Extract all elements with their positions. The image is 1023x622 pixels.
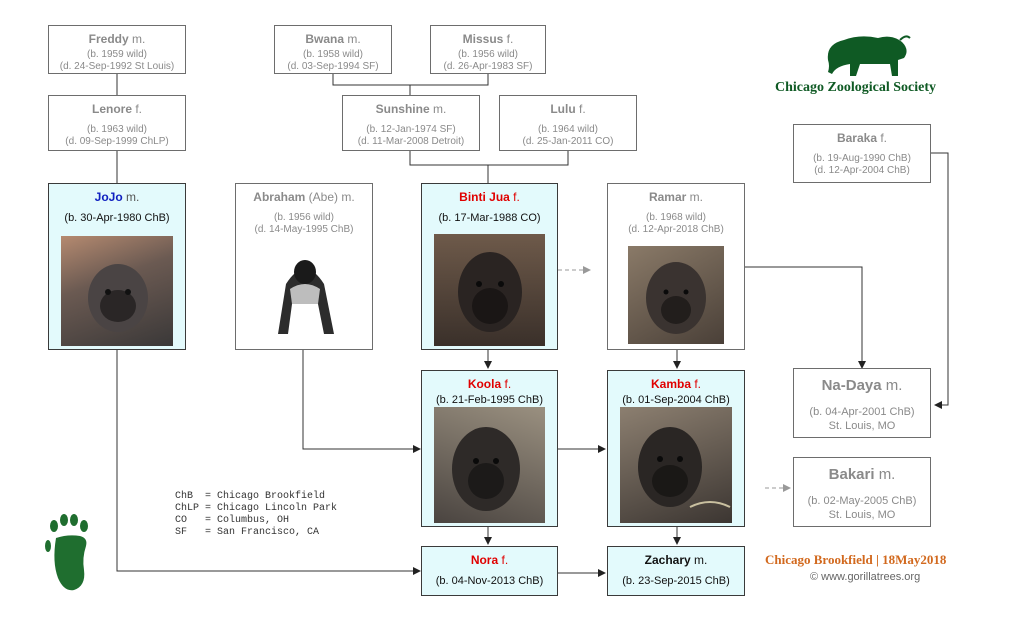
person-name: Missus [462,32,504,46]
person-sex: f. [513,190,520,204]
person-name: Binti Jua [459,190,510,204]
person-sex: f. [135,102,143,116]
person-death: (d. 14-May-1995 ChB) [254,224,354,235]
person-sex: f. [504,377,512,391]
gorilla-photo [61,236,173,346]
person-sex: m. [689,190,704,204]
person-name: Na-Daya [821,377,882,394]
person-birth: (b. 04-Nov-2013 ChB) [435,575,544,587]
person-card-freddy: Freddy m. (b. 1959 wild) (d. 24-Sep-1992… [48,25,186,74]
person-name: Freddy [88,32,129,46]
person-card-koola: Koola f. (b. 21-Feb-1995 ChB) [421,370,558,527]
person-sex: f. [880,131,888,145]
person-card-lenore: Lenore f. (b. 1963 wild) (d. 09-Sep-1999… [48,95,186,151]
person-location: St. Louis, MO [828,509,896,521]
person-card-jojo: JoJo m. (b. 30-Apr-1980 ChB) [48,183,186,350]
person-birth: (b. 02-May-2005 ChB) [807,495,917,507]
person-death: (d. 11-Mar-2008 Detroit) [357,136,465,147]
person-death: (d. 12-Apr-2018 ChB) [628,224,724,235]
person-birth: (b. 01-Sep-2004 ChB) [622,394,730,406]
person-name: Zachary [644,553,691,567]
person-card-bakari: Bakari m. (b. 02-May-2005 ChB) St. Louis… [793,457,931,527]
person-name: Bwana [305,32,344,46]
gorilla-photo [628,246,724,344]
person-card-ramar: Ramar m. (b. 1968 wild) (d. 12-Apr-2018 … [607,183,745,350]
person-card-baraka: Baraka f. (b. 19-Aug-1990 ChB) (d. 12-Ap… [793,124,931,183]
person-card-sunshine: Sunshine m. (b. 12-Jan-1974 SF) (d. 11-M… [342,95,480,151]
person-card-lulu: Lulu f. (b. 1964 wild) (d. 25-Jan-2011 C… [499,95,637,151]
person-sex: f. [506,32,514,46]
person-birth: (b. 17-Mar-1988 CO) [438,212,541,224]
legend-item: SF = San Francisco, CA [175,527,320,538]
person-card-nora: Nora f. (b. 04-Nov-2013 ChB) [421,546,558,596]
person-sex: m. [694,553,708,567]
person-sex: f. [579,102,586,116]
person-name: Lenore [91,102,132,116]
legend-item: CO = Columbus, OH [175,515,290,526]
person-name: Baraka [836,131,877,145]
person-birth: (b. 1968 wild) [645,212,707,223]
person-card-kamba: Kamba f. (b. 01-Sep-2004 ChB) [607,370,745,527]
person-death: (d. 24-Sep-1992 St Louis) [59,61,175,72]
person-card-zachary: Zachary m. (b. 23-Sep-2015 ChB) [607,546,745,596]
person-card-abraham: Abraham (Abe) m. (b. 1956 wild) (d. 14-M… [235,183,373,350]
gorilla-photo [434,234,545,346]
person-birth: (b. 1956 wild) [457,49,519,60]
person-birth: (b. 30-Apr-1980 ChB) [64,212,170,224]
person-death: (d. 25-Jan-2011 CO) [522,136,614,147]
person-name: Lulu [550,102,576,116]
person-birth: (b. 04-Apr-2001 ChB) [809,406,915,418]
person-name: Ramar [648,190,687,204]
footer-title: Chicago Brookfield | 18May2018 [765,552,947,567]
person-sex: m. [885,377,903,394]
person-sex: m. [433,102,447,116]
person-card-na-daya: Na-Daya m. (b. 04-Apr-2001 ChB) St. Loui… [793,368,931,438]
legend-item: ChLP = Chicago Lincoln Park [175,503,338,514]
person-sex: m. [132,32,146,46]
person-name: Kamba [650,377,691,391]
person-card-binti-jua: Binti Jua f. (b. 17-Mar-1988 CO) [421,183,558,350]
person-sex: m. [878,466,896,483]
person-birth: (b. 12-Jan-1974 SF) [366,124,456,135]
person-sex: f. [694,377,702,391]
bison-icon [827,35,911,76]
person-name: Bakari [828,466,875,483]
person-name: JoJo [94,190,123,204]
gorilla-photo [434,407,545,523]
person-birth: (b. 1964 wild) [537,124,599,135]
footer-copyright: © www.gorillatrees.org [810,571,921,583]
person-name: Sunshine [375,102,430,116]
logo-text: Chicago Zoological Society [775,80,936,95]
person-name: Abraham [253,190,306,204]
person-sex: m. [347,32,361,46]
person-name: Nora [470,553,499,567]
person-card-bwana: Bwana m. (b. 1958 wild) (d. 03-Sep-1994 … [274,25,392,74]
person-birth: (b. 19-Aug-1990 ChB) [813,153,911,164]
person-birth: (b. 1956 wild) [273,212,335,223]
person-sex: m. [126,190,140,204]
person-sex: f. [501,553,509,567]
person-sex: m. [341,190,355,204]
person-birth: (b. 23-Sep-2015 ChB) [622,575,730,587]
person-death: (d. 03-Sep-1994 SF) [287,61,379,72]
person-card-missus: Missus f. (b. 1956 wild) (d. 26-Apr-1983… [430,25,546,74]
person-location: St. Louis, MO [828,420,896,432]
gorilla-photo [248,244,360,346]
person-birth: (b. 1963 wild) [86,124,148,135]
gorilla-photo [620,407,732,523]
person-birth: (b. 1958 wild) [302,49,364,60]
person-death: (d. 26-Apr-1983 SF) [443,61,533,72]
legend-item: ChB = Chicago Brookfield [175,491,326,502]
person-nickname: (Abe) [308,190,338,204]
person-death: (d. 12-Apr-2004 ChB) [814,165,910,176]
person-birth: (b. 21-Feb-1995 ChB) [436,394,543,406]
person-death: (d. 09-Sep-1999 ChLP) [65,136,169,147]
person-name: Koola [467,377,502,391]
footprint-icon [45,514,88,591]
person-birth: (b. 1959 wild) [86,49,148,60]
